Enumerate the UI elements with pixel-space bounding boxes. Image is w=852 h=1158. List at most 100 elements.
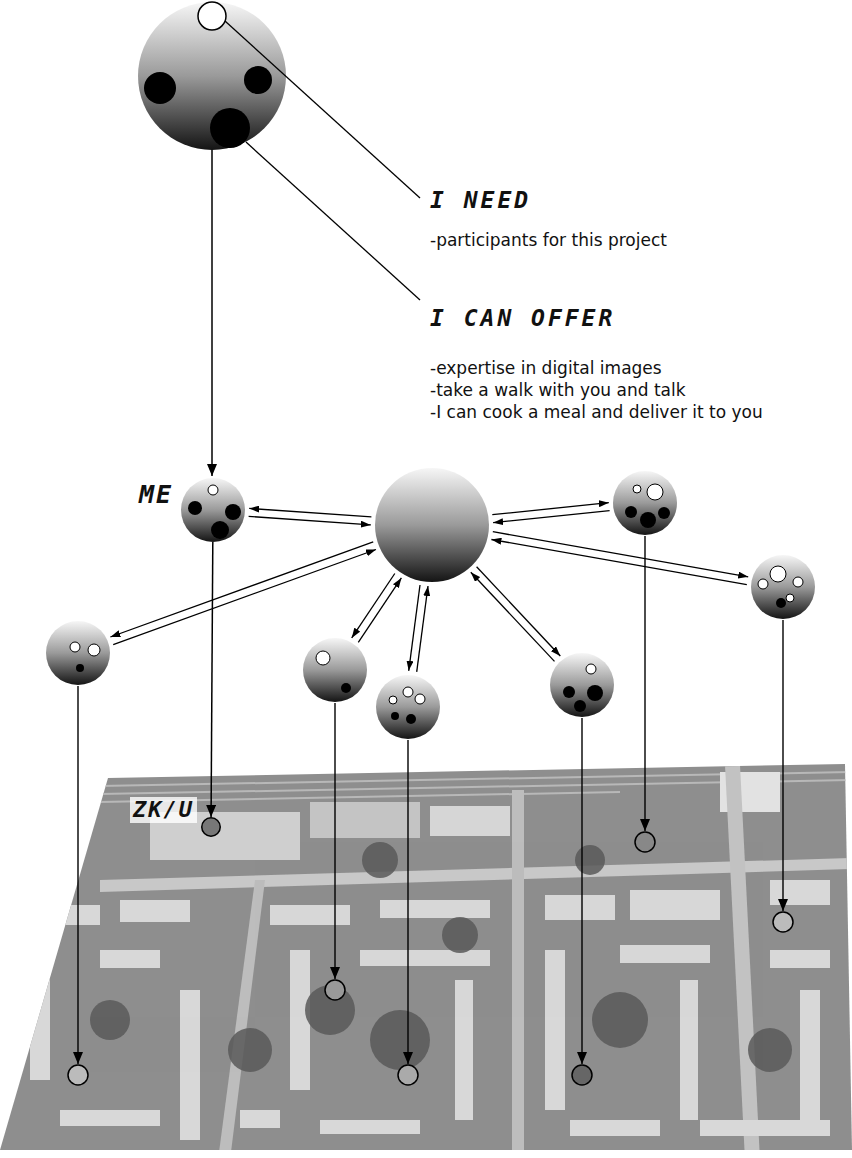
participant-sphere [406,714,416,724]
participant-sphere [613,471,677,535]
participant-sphere [758,579,768,589]
leader-line [225,21,420,198]
aerial-map [90,1000,130,1040]
location-arrow [334,703,335,979]
offer-dot [211,521,229,539]
location-arrow [78,536,783,1064]
leader-line [246,142,420,300]
exchange-arrow [113,550,376,645]
location-arrow [782,620,783,911]
exchange-arrow [491,540,746,585]
exchange-arrow [477,567,561,656]
participant-sphere [550,653,614,717]
aerial-map [320,1120,420,1134]
participant-sphere [403,687,413,697]
aerial-map [455,980,473,1120]
aerial-map [680,980,698,1120]
aerial-map [800,990,820,1120]
aerial-map [570,1120,660,1136]
participant-sphere [389,696,397,704]
node-label: ZK/U [130,797,197,823]
aerial-map [748,1028,792,1072]
aerial-map [240,1110,280,1128]
leader-line [225,21,420,300]
location-dot [68,832,793,1085]
aerial-map [0,750,852,1158]
participant-sphere [586,664,596,674]
exchange-arrow [249,516,371,525]
location-dot [325,980,345,1000]
top-sphere [244,66,272,94]
participant-sphere [751,555,815,619]
exchange-arrow [358,578,401,642]
top-sphere [138,2,286,150]
aerial-map [228,1028,272,1072]
aerial-map [40,905,100,925]
dot [202,818,221,837]
offer-dot [225,504,241,520]
aerial-map [770,950,830,968]
participant-sphere [574,700,586,712]
location-dot [773,912,793,932]
participant-sphere [647,484,663,500]
location-dot [635,832,655,852]
participant-sphere [633,485,641,493]
participant-sphere [658,507,670,519]
aerial-map [545,895,615,920]
list-item: -expertise in digital images [430,358,662,378]
participant-sphere: ME [181,478,245,542]
participant-sphere [415,694,425,704]
exchange-arrow [493,511,609,523]
hub-sphere [375,468,489,582]
location-dot [398,1065,418,1085]
aerial-map [770,880,830,905]
list-item: -take a walk with you and talk [430,380,686,400]
participant-sphere [793,577,803,587]
participant-sphere [70,642,80,652]
aerial-map [630,890,720,920]
aerial-map [370,1010,430,1070]
participant-sphere [786,594,794,602]
aerial-map [545,950,565,1110]
aerial-map [360,950,490,966]
participant-sphere [563,686,575,698]
aerial-map [30,880,830,1140]
exchange-arrow [493,532,748,577]
location-arrow [581,718,582,1064]
location-dot [572,1065,592,1085]
participant-sphere [341,683,351,693]
location-arrow [407,740,408,1064]
participant-sphere [88,644,100,656]
node-label: ME [139,480,173,509]
participant-sphere [625,506,637,518]
aerial-map [90,842,792,1072]
participant-sphere [376,675,440,739]
aerial-map [575,845,605,875]
aerial-map [310,802,420,838]
connector-arrow [211,542,213,817]
participant-sphere [776,598,786,608]
location-dot: ZK/U [201,817,221,837]
hub-sphere [375,468,489,582]
participant-sphere [76,664,84,672]
location-arrow [77,686,78,1064]
top-sphere [198,2,226,30]
top-sphere [144,72,176,104]
aerial-map [270,905,350,925]
aerial-map [0,750,852,1158]
aerial-map [290,950,310,1090]
arrow [211,150,213,476]
list-item: -participants for this project [430,230,667,250]
location-arrow [644,536,645,831]
participant-sphere [640,512,656,528]
aerial-map [512,790,524,1158]
offer-dot [188,501,202,515]
participant-sphere [46,621,110,685]
aerial-map [380,900,490,918]
aerial-map [180,990,200,1140]
section-heading: I CAN OFFER [430,304,615,332]
exchange-arrow [471,572,555,661]
section-heading: I NEED [430,186,531,214]
